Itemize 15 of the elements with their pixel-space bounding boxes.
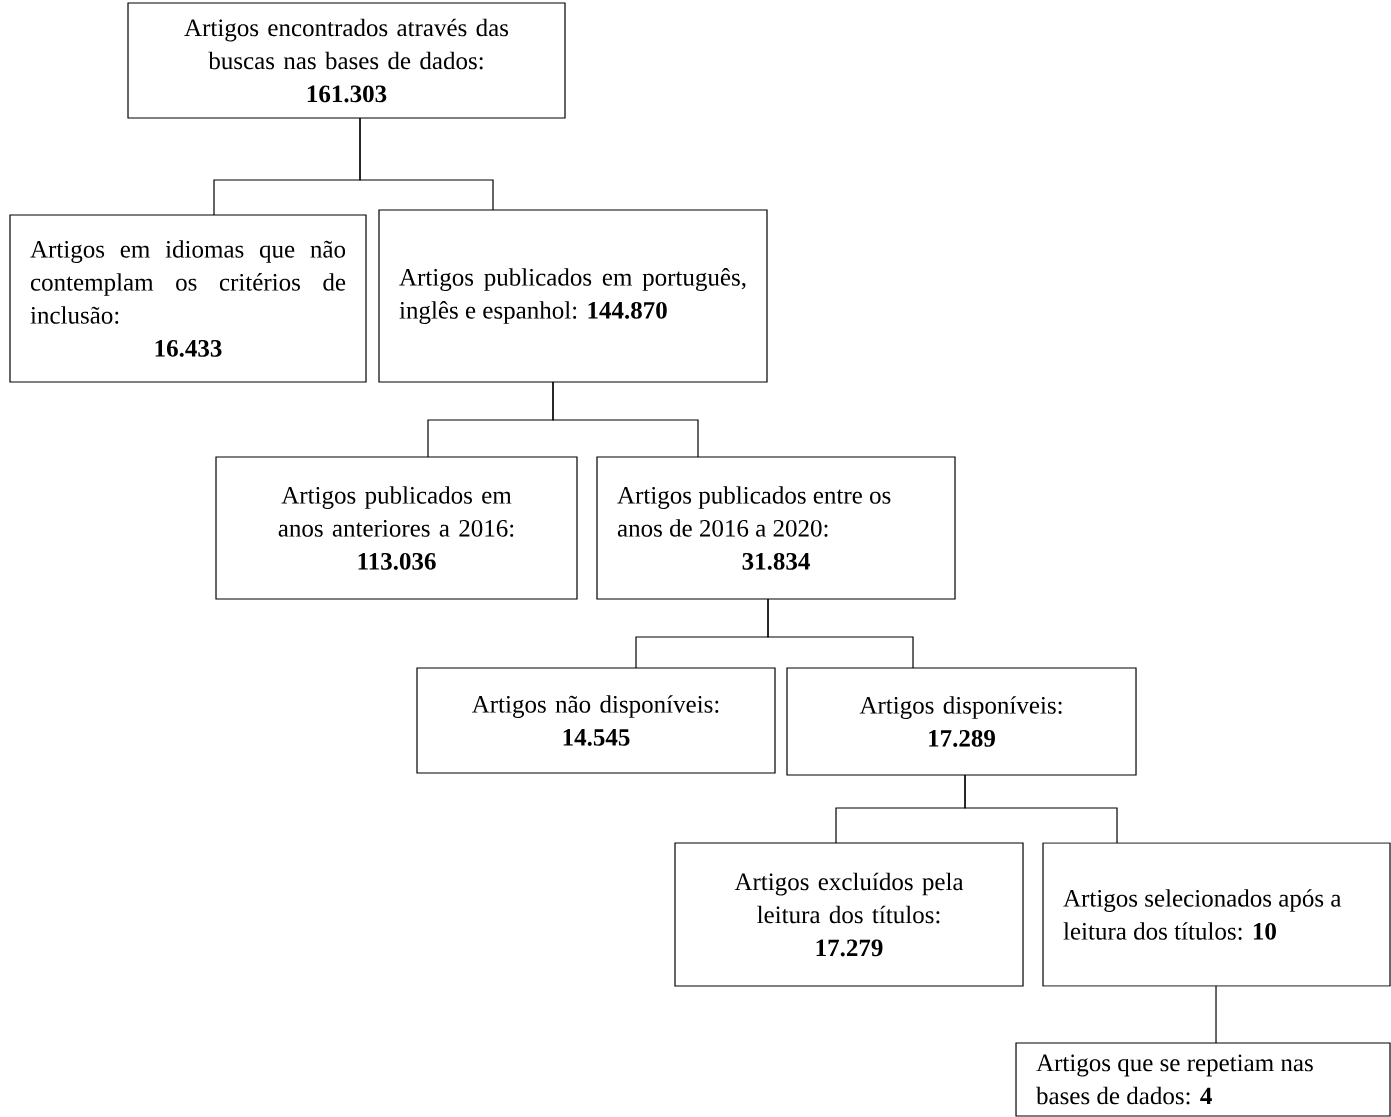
process-box: Artigos encontrados através das buscas nas bases de dados: 161.303 <box>127 2 566 119</box>
process-box: Artigos publicados em português, inglês e espanhol: 144.870 <box>378 209 768 383</box>
connector-line <box>1215 985 1217 1044</box>
process-box: Artigos publicados em anos anteriores a 2016: 113.036 <box>215 456 578 600</box>
connector-line <box>767 598 914 669</box>
process-box: Artigos que se repetiam nas bases de dados: 4 <box>1015 1042 1391 1117</box>
connector-line <box>964 774 1118 844</box>
process-box: Artigos publicados entre os anos de 2016 a 2020: 31.834 <box>596 456 956 600</box>
process-box: Artigos selecionados após a leitura dos títulos: 10 <box>1042 842 1391 987</box>
process-box: Artigos não disponíveis: 14.545 <box>416 667 776 774</box>
connector-line <box>359 117 494 211</box>
process-box: Artigos disponíveis: 17.289 <box>786 667 1137 776</box>
process-box: Artigos em idiomas que não contemplam os critérios de inclusão: 16.433 <box>9 214 367 383</box>
process-box: Artigos excluídos pela leitura dos títulos: 17.279 <box>674 842 1024 987</box>
connector-line <box>552 381 699 458</box>
